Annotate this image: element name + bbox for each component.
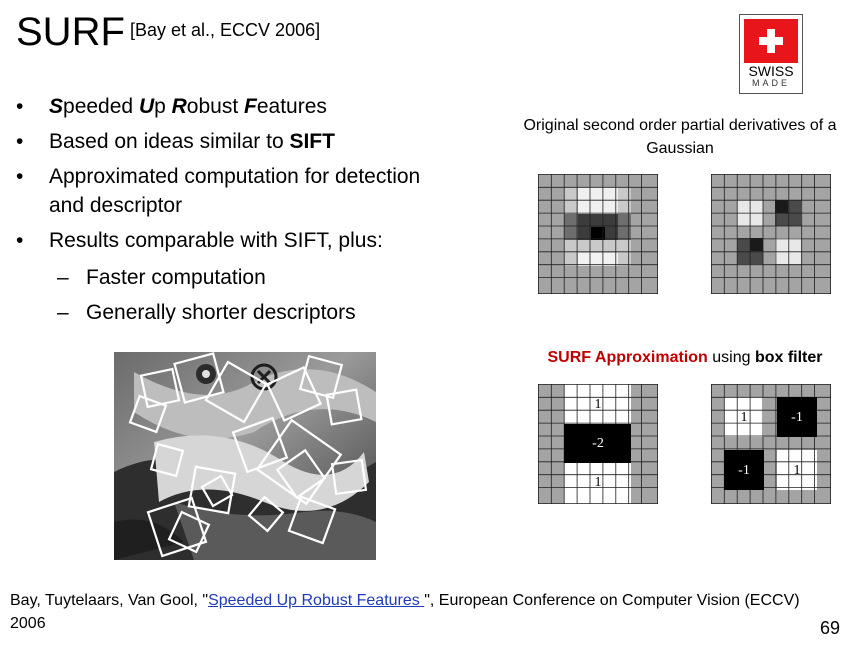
logo-text-made: MADE (751, 78, 790, 88)
paper-link[interactable]: Speeded Up Robust Features (208, 592, 425, 609)
box-value-middle: -2 (592, 436, 604, 451)
box-value-br: 1 (794, 463, 801, 478)
bullet-approximated: Approximated computation for detection a… (16, 162, 436, 220)
box-value-top: 1 (595, 397, 602, 412)
swiss-flag-icon (744, 19, 798, 63)
bullet-results: Results comparable with SIFT, plus: (16, 226, 436, 255)
graffiti-photo-with-keypoints (114, 352, 376, 560)
original-derivatives-caption: Original second order partial derivative… (523, 117, 837, 157)
gaussian-dxy-grid (711, 174, 831, 294)
box-value-tl: 1 (741, 410, 748, 425)
slide-number: 69 (820, 618, 841, 638)
box-filter-dxy: 1 -1 -1 1 (711, 384, 831, 504)
box-value-tr: -1 (791, 410, 803, 425)
reference-footer: Bay, Tuytelaars, Van Gool, "Speeded Up R… (10, 592, 800, 632)
box-value-bottom: 1 (595, 475, 602, 490)
sub-bullet-list: –Faster computation –Generally shorter d… (57, 263, 356, 333)
logo-text-swiss: SWISS (748, 63, 794, 79)
box-filter-dyy: 1 -2 1 (538, 384, 658, 504)
box-value-bl: -1 (738, 463, 750, 478)
bullet-based-on-sift: Based on ideas similar to SIFT (16, 127, 436, 156)
sub-bullet-shorter: –Generally shorter descriptors (57, 301, 356, 324)
sub-bullet-faster: –Faster computation (57, 266, 266, 289)
title-citation: [Bay et al., ECCV 2006] (130, 20, 321, 40)
gaussian-dyy-grid (538, 174, 658, 294)
swiss-made-logo: SWISS MADE (703, 10, 807, 94)
bullet-list: Speeded Up Robust Features Based on idea… (16, 92, 436, 261)
surf-approximation-caption: SURF Approximation using box filter (547, 349, 823, 366)
bullet-speeded-up: Speeded Up Robust Features (16, 92, 436, 121)
slide-title: SURF (16, 10, 125, 54)
